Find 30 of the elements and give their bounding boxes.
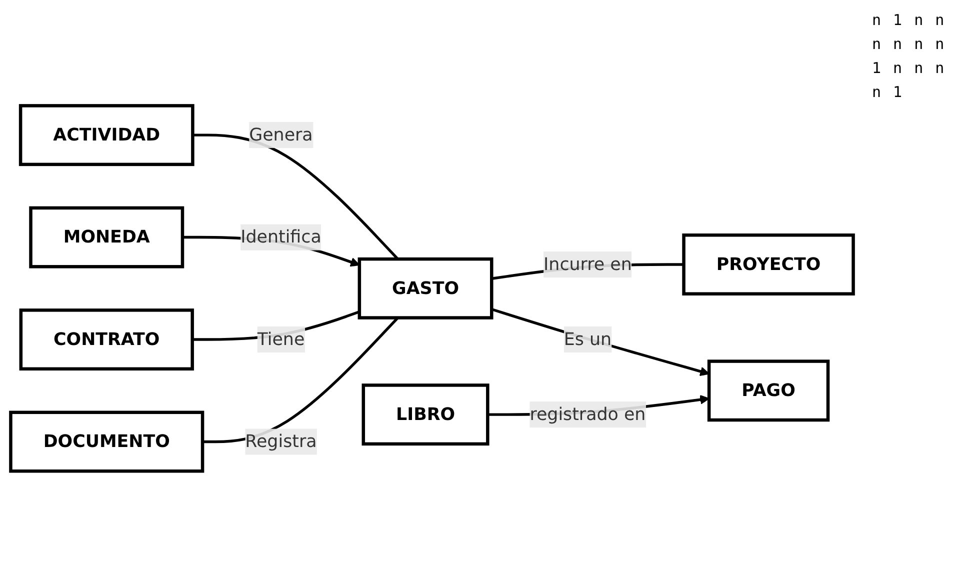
cardinality-label: n [934,10,946,30]
cardinality-label: n [871,82,882,102]
cardinality-label: 1 [871,58,882,78]
node-box: PROYECTO [682,233,855,296]
cardinality-label: n [934,58,946,78]
edge-label: Es un [564,328,612,349]
node-box: PAGO [707,359,830,422]
node-box: DOCUMENTO [9,410,204,472]
edge-label: Incurre en [544,253,632,274]
edge-label: Genera [249,124,313,144]
cardinality-label: n [871,10,882,30]
cardinality-label: n [934,34,946,54]
node-box: ACTIVIDAD [18,104,194,166]
node-box: LIBRO [362,383,490,446]
cardinality-label: n [913,58,924,78]
cardinality-label: 1 [892,10,904,30]
edge-label: Registra [245,430,317,452]
cardinality-label: n [913,34,924,54]
cardinality-label: n [913,10,924,30]
cardinality-label: n [871,34,882,54]
cardinality-label: n [892,34,904,54]
edge-label: Identifica [240,226,322,247]
cardinality-label: 1 [892,82,904,102]
node-box: GASTO [358,257,494,319]
cardinality-label: n [892,58,904,78]
node-box: MONEDA [29,206,184,268]
node-box: CONTRATO [19,308,194,370]
edge-label: Tiene [257,328,305,349]
arrow [491,308,710,376]
edge-label: registrado en [530,403,646,424]
